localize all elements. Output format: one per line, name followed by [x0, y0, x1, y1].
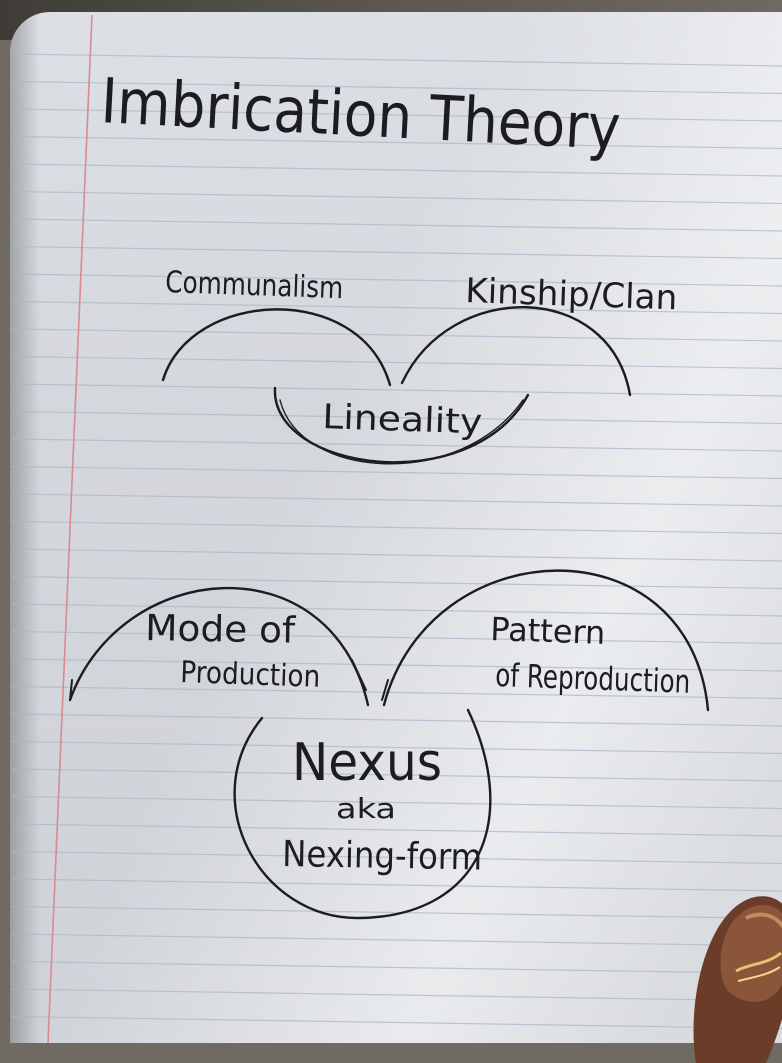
nail-art-streak-2 [737, 966, 781, 982]
pattern-label: Pattern [490, 610, 606, 652]
ruled-lines [11, 53, 782, 1030]
nexus-label: Nexus [292, 733, 442, 793]
nexus-circle [233, 708, 492, 920]
ruled-line [11, 878, 782, 892]
ruled-line [11, 300, 782, 315]
ruled-line [11, 658, 782, 672]
ruled-line [11, 218, 782, 232]
ruled-line [11, 190, 782, 205]
nexing-form-label: Nexing-form [282, 834, 483, 878]
ruled-line [11, 960, 782, 975]
mode-arc-tick-left [69, 679, 73, 701]
ruled-line [11, 328, 782, 342]
ruled-line [11, 520, 782, 535]
fingernail [720, 905, 782, 1002]
ruled-line [11, 273, 782, 287]
ruled-line [11, 795, 782, 810]
ruled-line [11, 768, 782, 782]
ruled-line [11, 933, 782, 947]
mode-arc-tick-right [351, 659, 367, 691]
aka-label: aka [336, 792, 396, 825]
ruled-line [11, 135, 782, 150]
mode-of-label: Mode of [145, 608, 297, 652]
ruled-line [11, 245, 782, 260]
ruled-line [11, 53, 782, 67]
ruled-line [11, 80, 782, 95]
ruled-line [11, 1015, 782, 1030]
ruled-line [11, 988, 782, 1002]
margin-line [47, 14, 93, 1043]
of-reproduction-label: of Reproduction [495, 656, 691, 701]
ruled-line [11, 163, 782, 177]
ruled-line [11, 493, 782, 507]
page-edge-shadow [10, 12, 40, 1043]
ruled-line [11, 823, 782, 837]
ruled-line [11, 355, 782, 370]
ruled-line [11, 850, 782, 865]
pattern-arc-tick-left [381, 679, 389, 701]
communalism-label: Communalism [165, 265, 344, 306]
nail-art-streak [735, 951, 782, 973]
ruled-line [11, 410, 782, 425]
ruled-line [11, 685, 782, 700]
ruled-line [11, 630, 782, 645]
ruled-line [11, 905, 782, 920]
kinship-arc [400, 306, 632, 397]
ruled-line [11, 383, 782, 397]
pattern-of-reproduction-arc [382, 569, 710, 712]
ruled-line [11, 575, 782, 590]
lineality-arc [273, 386, 530, 464]
lineality-label: Lineality [322, 397, 483, 443]
ruled-line [11, 438, 782, 452]
ruled-line [11, 603, 782, 617]
ruled-line [11, 740, 782, 755]
communalism-arc [161, 308, 392, 387]
ruled-line [11, 108, 782, 122]
ruled-line [11, 548, 782, 562]
page-title: Imbrication Theory [99, 64, 622, 164]
production-label: Production [180, 655, 321, 695]
ruled-line [11, 465, 782, 480]
lineality-arc-inner [279, 399, 524, 465]
finger-with-nail [693, 896, 782, 1063]
kinship-clan-label: Kinship/Clan [465, 271, 678, 318]
mode-of-production-arc [68, 586, 370, 707]
ruled-line [11, 713, 782, 727]
